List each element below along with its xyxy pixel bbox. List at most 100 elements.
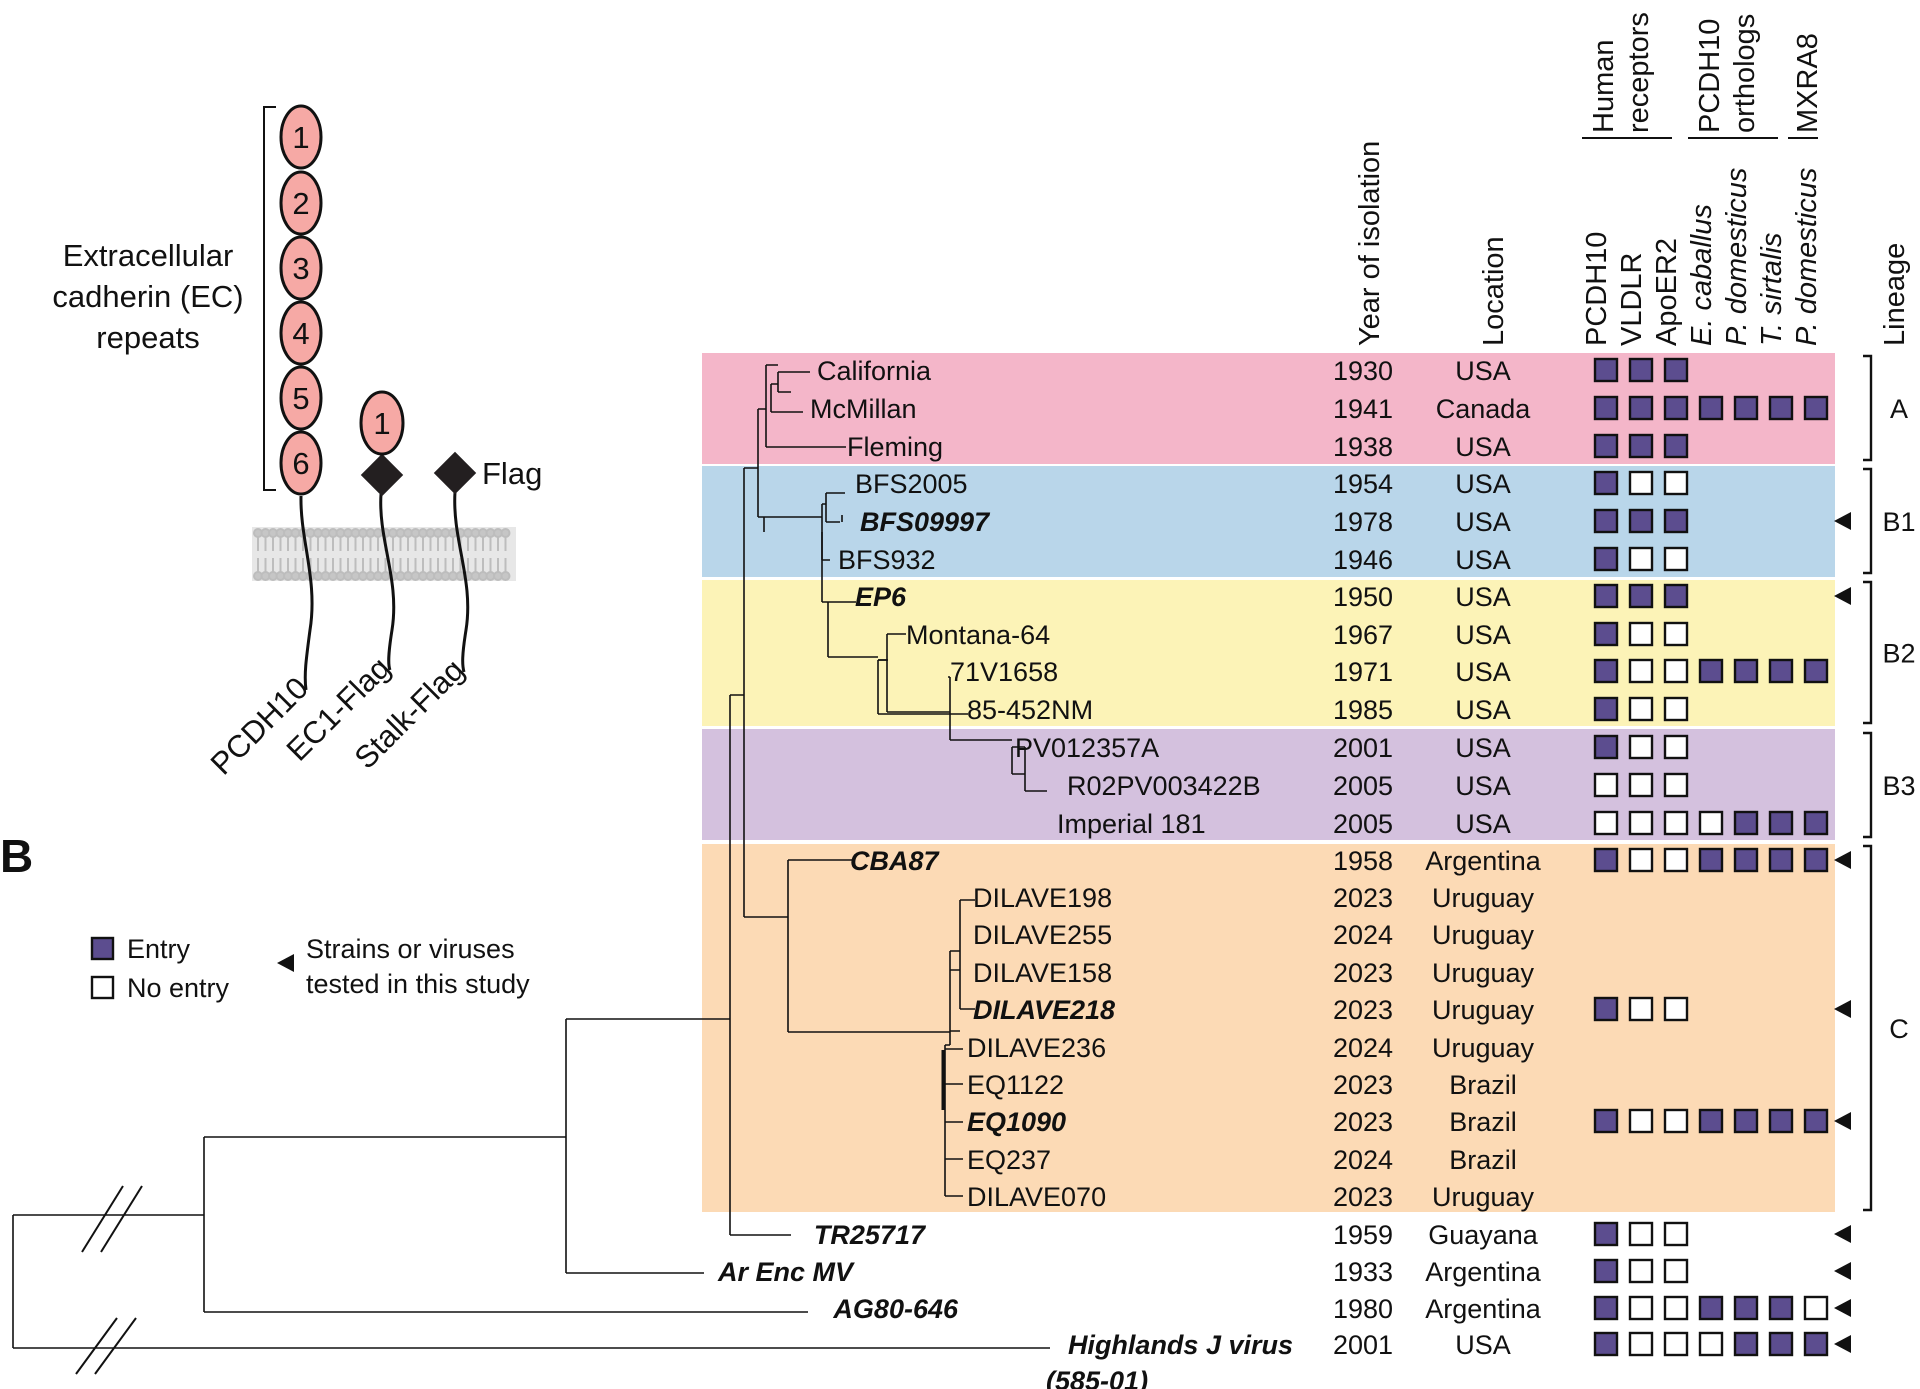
strain-name: Ar Enc MV [717,1257,855,1287]
entry-square [1593,508,1619,534]
entry-square [1593,1221,1619,1247]
tested-marker [1834,851,1851,869]
entry-square [1628,433,1654,459]
lineage-bracket [1863,354,1873,462]
entry-square [1663,433,1689,459]
location: Argentina [1425,1257,1542,1287]
entry-square [1768,658,1794,684]
lineage-label: A [1890,394,1908,424]
location: Argentina [1425,846,1542,876]
receptor-schematic: Extracellular cadherin (EC) repeats 1234… [52,104,542,781]
entry-square [1593,847,1619,873]
entry-square [1698,395,1724,421]
year-of-isolation: 1978 [1333,507,1393,537]
ec-repeat-5 [279,365,323,431]
legend: Entry No entry Strains or viruses tested… [90,934,530,1003]
year-of-isolation: 1938 [1333,432,1393,462]
entry-square [1768,1108,1794,1134]
receptor-column-header: ApoER2 [1651,238,1683,346]
phylogenetic-tree [12,364,1050,1349]
tested-marker [1834,1000,1851,1018]
location: Uruguay [1432,1033,1535,1063]
entry-square [1768,1295,1794,1321]
ec-repeat-number: 1 [292,120,309,155]
header-location: Location [1478,236,1510,346]
location: USA [1455,356,1511,386]
no-entry-square [1663,1295,1689,1321]
entry-square [1663,395,1689,421]
location: USA [1455,771,1511,801]
entry-square [1698,1295,1724,1321]
no-entry-square [1663,1108,1689,1134]
year-of-isolation: 1959 [1333,1220,1393,1250]
entry-square [1628,357,1654,383]
location: Guayana [1428,1220,1539,1250]
ec1-flag-tag [360,453,404,497]
strain-name: R02PV003422B [1067,771,1261,801]
no-entry-square [1663,996,1689,1022]
strain-name: Fleming [847,432,943,462]
no-entry-square [1663,1258,1689,1284]
entry-square [1803,1331,1829,1357]
location: USA [1455,620,1511,650]
location: Argentina [1425,1294,1542,1324]
location: USA [1455,1330,1511,1360]
no-entry-square [1628,658,1654,684]
strain-name: DILAVE198 [973,883,1112,913]
no-entry-square [1663,847,1689,873]
entry-square [1698,1108,1724,1134]
receptor-column-header: T. sirtalis [1756,233,1788,346]
location: USA [1455,582,1511,612]
entry-square [1733,1108,1759,1134]
no-entry-square [1628,996,1654,1022]
year-of-isolation: 1958 [1333,846,1393,876]
entry-square [1698,847,1724,873]
strain-name: EQ1122 [967,1070,1064,1100]
header-mxra8: MXRA8 [1792,33,1824,133]
no-entry-square [1663,734,1689,760]
legend-entry-label: Entry [127,934,191,964]
lineage-band-c [702,844,1835,1212]
year-of-isolation: 1930 [1333,356,1393,386]
entry-square [1628,395,1654,421]
entry-square [1733,1295,1759,1321]
receptor-column-header: P. domesticus [1791,168,1823,346]
year-of-isolation: 1967 [1333,620,1393,650]
no-entry-square [1628,1108,1654,1134]
header-pcdh10-orthologs-line-1: PCDH10 [1694,19,1726,133]
location: Uruguay [1432,958,1535,988]
year-of-isolation: 2001 [1333,1330,1393,1360]
year-of-isolation: 2023 [1333,1182,1393,1212]
lineage-label: B1 [1882,507,1915,537]
strain-name: DILAVE070 [967,1182,1106,1212]
ec-repeat-number: 5 [292,381,309,416]
location: USA [1455,657,1511,687]
entry-square [1768,847,1794,873]
entry-square [1593,470,1619,496]
year-of-isolation: 2023 [1333,958,1393,988]
strain-name: EQ237 [967,1145,1051,1175]
location: Uruguay [1432,995,1535,1025]
no-entry-square [1628,696,1654,722]
year-of-isolation: 2005 [1333,809,1393,839]
year-of-isolation: 2001 [1333,733,1393,763]
entry-square [1698,658,1724,684]
header-human-receptors-line-1: Human [1588,40,1620,134]
entry-square [1768,395,1794,421]
entry-square [1593,583,1619,609]
no-entry-square [1698,1331,1724,1357]
